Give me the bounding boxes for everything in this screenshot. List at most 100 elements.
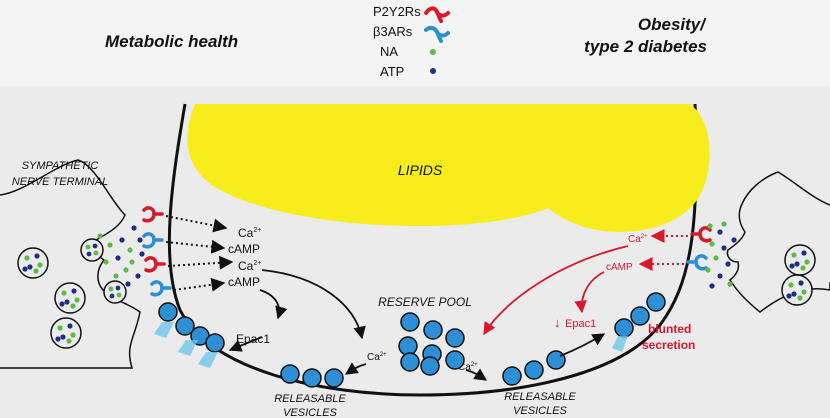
- na-dot: [797, 295, 803, 301]
- releasable-right-line2: VESICLES: [513, 405, 567, 417]
- na-dot: [85, 244, 91, 250]
- releasable-vesicle: [646, 292, 666, 312]
- atp-dot: [725, 261, 731, 267]
- type2-diabetes-title: type 2 diabetes: [584, 37, 707, 56]
- fusing-vesicle: [103, 280, 127, 304]
- releasable-vesicle: [205, 333, 225, 353]
- left-camp-bottom: cAMP: [228, 275, 260, 289]
- na-dot: [70, 303, 76, 309]
- synaptic-vesicle: [784, 244, 816, 276]
- blunted-label-line2: secretion: [642, 338, 695, 352]
- na-dot: [66, 338, 72, 344]
- na-dot: [709, 241, 715, 247]
- atp-dot: [131, 225, 137, 231]
- sympathetic-label-line2: NERVE TERMINAL: [12, 176, 108, 188]
- atp-dot: [71, 288, 77, 294]
- reserve-pool-vesicle: [400, 352, 420, 372]
- left-b3ar-receptor: [150, 280, 172, 297]
- right-nerve-terminal: [726, 171, 830, 313]
- atp-dot: [92, 243, 98, 249]
- na-dot: [727, 281, 733, 287]
- legend: P2Y2Rs β3ARs NA ATP: [373, 4, 450, 79]
- na-dot: [103, 259, 109, 265]
- left-p2y2r-receptor: [144, 256, 166, 273]
- na-dot: [97, 233, 103, 239]
- na-dot: [61, 290, 67, 296]
- na-dot: [123, 267, 129, 273]
- releasable-vesicle: [302, 368, 322, 388]
- na-dot: [24, 255, 30, 261]
- reserve-pool-label: RESERVE POOL: [378, 295, 472, 309]
- transmitter-layer: [17, 221, 816, 349]
- ca-left-arrow: [344, 362, 367, 375]
- na-dot: [113, 273, 119, 279]
- atp-dot: [139, 251, 145, 257]
- right-down-arrow: ↓: [554, 315, 561, 330]
- na-dot: [70, 332, 76, 338]
- obesity-title: Obesity/: [638, 15, 707, 34]
- na-dot: [800, 265, 806, 271]
- ca-to-pool-arrow: [261, 269, 366, 340]
- atp-dot: [86, 251, 92, 257]
- atp-dot: [109, 293, 115, 299]
- navy-dot-icon: [430, 68, 436, 74]
- na-dot: [74, 297, 80, 303]
- left-epac1: Epac1: [236, 332, 270, 346]
- na-dot: [801, 289, 807, 295]
- na-dot: [791, 252, 797, 258]
- releasable-vesicle: [175, 316, 195, 336]
- dotted-arrow: [167, 255, 234, 270]
- atp-dot: [794, 261, 800, 267]
- na-dot: [721, 221, 727, 227]
- na-dot: [804, 259, 810, 265]
- metabolic-health-title: Metabolic health: [105, 32, 238, 51]
- red-receptor-icon: [424, 6, 450, 23]
- legend-atp-label: ATP: [380, 64, 404, 79]
- atp-dot: [115, 285, 121, 291]
- atp-dot: [791, 291, 797, 297]
- releasable-vesicle: [158, 302, 178, 322]
- atp-dot: [709, 283, 715, 289]
- synaptic-vesicle: [17, 247, 49, 279]
- releasable-vesicle: [546, 350, 566, 370]
- releasable-vesicle: [630, 306, 650, 326]
- atp-dot: [789, 263, 795, 269]
- left-ca-bottom: Ca2+: [238, 259, 261, 273]
- atp-dot: [717, 229, 723, 235]
- vesicle-to-right-arrow: [559, 333, 606, 357]
- left-p2y2r-receptor: [142, 206, 164, 223]
- na-dot: [127, 247, 133, 253]
- atp-dot: [135, 273, 141, 279]
- left-camp-top: cAMP: [228, 242, 260, 256]
- atp-dot: [22, 266, 28, 272]
- green-dot-icon: [430, 49, 436, 55]
- reserve-pool-vesicle: [420, 356, 440, 376]
- arrow-layer: [165, 215, 688, 381]
- legend-p2y2rs-label: P2Y2Rs: [373, 4, 421, 19]
- red-camp-to-epac-arrow: [574, 271, 605, 314]
- camp-to-epac-arrow: [259, 289, 288, 320]
- releasable-vesicle: [280, 364, 300, 384]
- release-plume: [178, 340, 198, 356]
- reserve-pool-vesicle: [398, 336, 418, 356]
- legend-b3ars-label: β3ARs: [373, 24, 413, 39]
- legend-na-label: NA: [380, 44, 398, 59]
- atp-dot: [717, 273, 723, 279]
- right-camp: cAMP: [606, 262, 633, 273]
- blue-receptor-icon: [424, 25, 450, 43]
- atp-dot: [64, 299, 70, 305]
- reserve-pool-vesicle: [445, 328, 465, 348]
- header-band: [0, 0, 830, 86]
- dotted-arrow: [165, 239, 226, 254]
- releasable-right-line1: RELEASABLE: [504, 391, 576, 403]
- atp-dot: [115, 255, 121, 261]
- release-plume: [612, 336, 628, 352]
- release-plume: [154, 322, 174, 338]
- dotted-arrow: [173, 277, 226, 292]
- releasable-left-line2: VESICLES: [283, 407, 337, 418]
- na-dot: [33, 268, 39, 274]
- synaptic-vesicle: [54, 282, 86, 314]
- atp-dot: [731, 237, 737, 243]
- na-dot: [107, 242, 113, 248]
